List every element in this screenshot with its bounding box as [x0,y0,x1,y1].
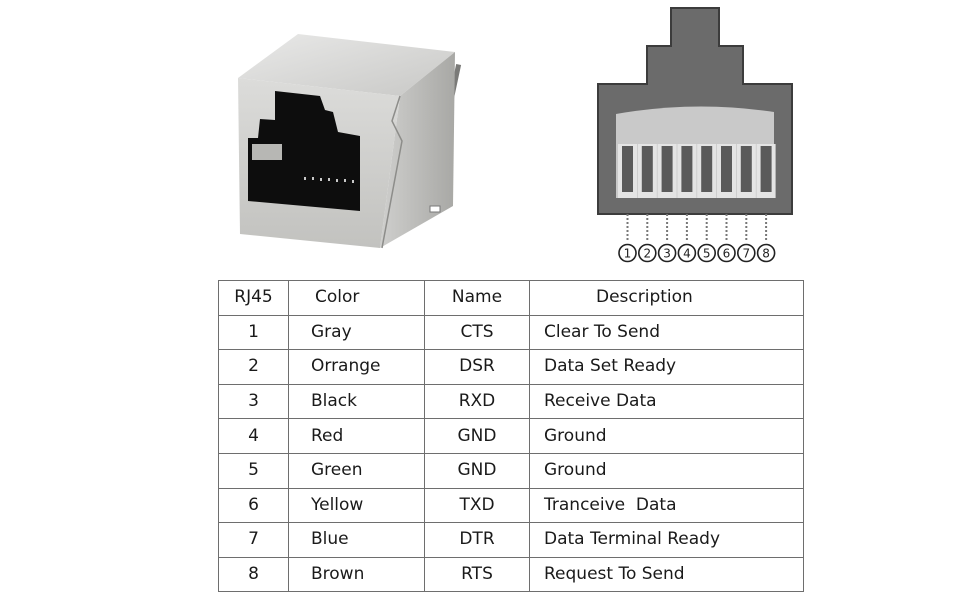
pin-label-circle-4 [677,243,697,263]
cell-description: Clear To Send [529,314,804,351]
cell-description: Tranceive Data [529,487,804,524]
cell-name: TXD [424,487,530,524]
cell-name: CTS [424,314,530,351]
header-name: Name [424,280,530,316]
cell-pin: 2 [218,349,289,385]
cell-name: DTR [424,522,530,558]
header-description: Description [529,280,804,316]
pin-label-2: 2 [643,247,651,261]
jack-seam [381,95,403,249]
pin-label-circle-7 [737,243,756,263]
cell-name: RXD [424,383,530,420]
table-row: 6 Yellow TXD Tranceive Data [218,487,804,524]
cell-description: Data Terminal Ready [529,522,804,558]
pin-label-5: 5 [703,247,711,261]
cell-name: GND [424,418,530,454]
cell-color: Gray [288,314,425,351]
jack-latch [252,144,282,160]
jack-top-face [238,34,455,96]
cell-description: Request To Send [529,556,804,593]
jack-contacts [304,177,354,183]
cell-color: Blue [288,522,425,558]
cell-pin: 6 [218,487,289,524]
contact-pin-5 [701,146,713,192]
table-row: 1 Gray CTS Clear To Send [218,314,804,351]
cell-description: Ground [529,452,804,489]
pin-label-4: 4 [683,247,691,261]
cell-name: DSR [424,349,530,385]
cell-color: Green [288,452,425,489]
plug-tab [670,7,720,49]
contact-pin-8 [760,146,772,192]
pin-label-circle-8 [756,243,776,263]
cell-pin: 3 [218,383,289,420]
cell-pin: 7 [218,522,289,558]
cell-color: Yellow [288,487,425,524]
contact-pin-1 [622,146,633,192]
pin-label-7: 7 [742,247,750,261]
jack-side-face [380,52,455,248]
cell-color: Red [288,418,425,454]
header-rj45: RJ45 [218,280,289,316]
cell-name: RTS [424,556,530,593]
cell-pin: 1 [218,314,289,351]
cell-description: Data Set Ready [529,349,804,385]
contact-pin-3 [661,146,673,192]
pin-label-circle-3 [657,243,677,263]
pin-label-3: 3 [663,247,671,261]
pinout-table: RJ45 Color Name Description 1 Gray CTS C… [218,280,804,593]
pin-label-circle-2 [637,243,657,263]
contact-pin-6 [721,146,732,192]
cell-pin: 5 [218,452,289,489]
cell-color: Black [288,383,425,420]
cell-description: Receive Data [529,383,804,420]
header-color: Color [288,280,425,316]
cell-pin: 4 [218,418,289,454]
table-row: 7 Blue DTR Data Terminal Ready [218,522,804,558]
jack-led-window [429,205,441,213]
contact-pin-4 [681,146,693,192]
cell-pin: 8 [218,556,289,593]
contact-pin-2 [641,146,653,192]
pin-label-circle-1 [618,243,637,263]
cell-description: Ground [529,418,804,454]
table-row: 4 Red GND Ground [218,418,804,454]
cell-color: Orrange [288,349,425,385]
cell-color: Brown [288,556,425,593]
pin-label-8: 8 [762,247,770,261]
pin-label-circle-5 [697,243,716,263]
table-header-row: RJ45 Color Name Description [218,280,804,316]
table-row: 5 Green GND Ground [218,452,804,489]
pin-label-circle-6 [717,243,736,263]
contact-pin-7 [740,146,752,192]
plug-shoulder [646,45,744,87]
table-row: 3 Black RXD Receive Data [218,383,804,420]
table-row: 8 Brown RTS Request To Send [218,556,804,593]
pin-label-1: 1 [624,247,632,261]
cell-name: GND [424,452,530,489]
pin-label-6: 6 [723,247,731,261]
jack-opening [248,91,360,211]
table-row: 2 Orrange DSR Data Set Ready [218,349,804,385]
rj45-jack-photo [238,34,462,249]
